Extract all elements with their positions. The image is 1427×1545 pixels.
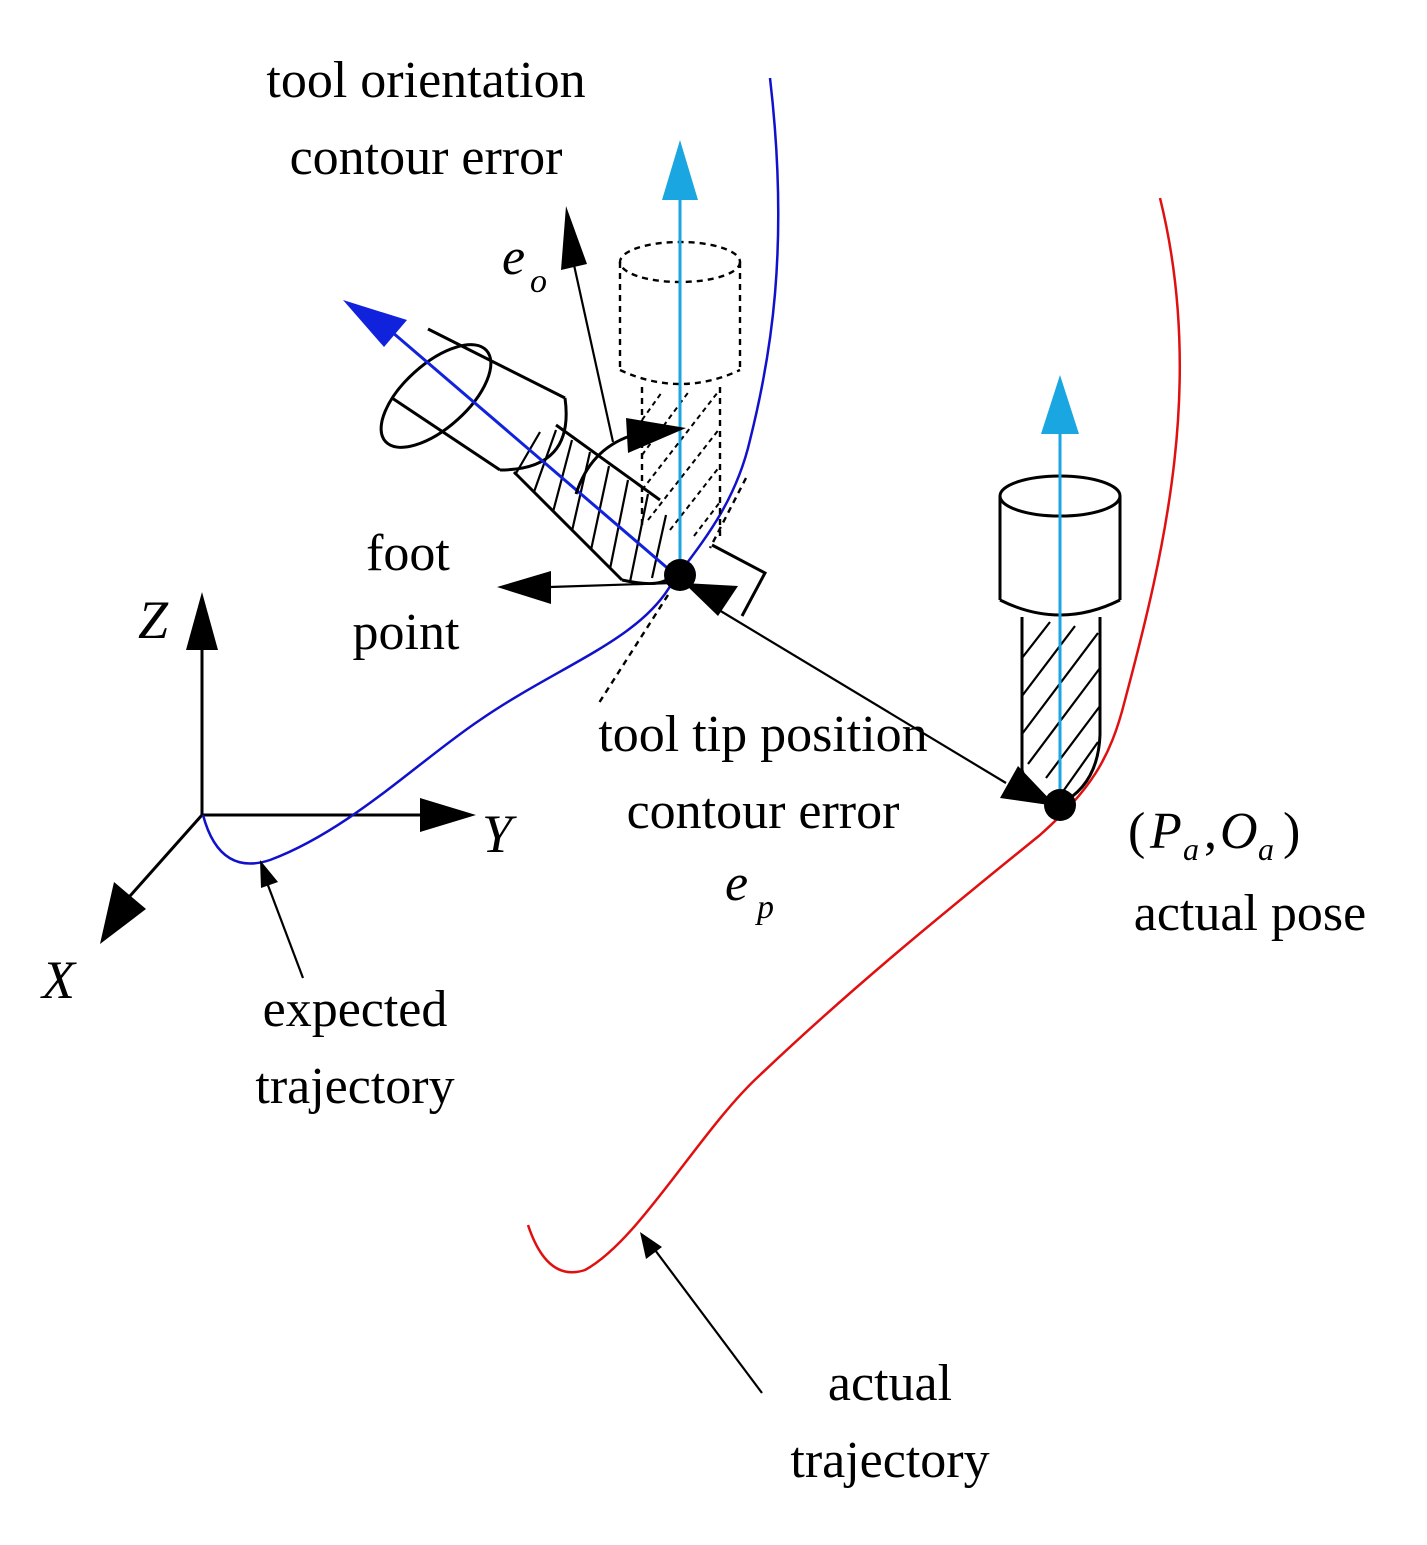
- eo-symbol: e: [502, 229, 525, 286]
- expected-trajectory-label-line1: expected: [263, 981, 448, 1038]
- orientation-error-arc-arrowhead: [626, 418, 686, 453]
- svg-text:,: ,: [1204, 803, 1217, 860]
- tilted-tool-axis-line: [384, 324, 673, 574]
- axis-z-label: Z: [138, 590, 169, 650]
- actual-pose-dot: [1044, 789, 1076, 821]
- eo-arrow-line: [572, 264, 615, 443]
- ep-arrowhead-actual: [1000, 766, 1056, 806]
- expected-trajectory-pointer-head: [260, 860, 278, 888]
- svg-text:(: (: [1128, 803, 1145, 860]
- actual-pose-symbol: ( P a , O a ): [1128, 803, 1300, 867]
- eo-arrowhead: [561, 206, 587, 270]
- expected-trajectory-label-line2: trajectory: [255, 1058, 454, 1115]
- svg-text:a: a: [1183, 831, 1199, 867]
- tilted-tool-axis-arrowhead: [343, 300, 407, 347]
- ep-symbol: e: [725, 855, 748, 912]
- actual-trajectory-label-line2: trajectory: [790, 1432, 989, 1489]
- foot-point-arrowhead: [497, 571, 551, 604]
- axis-y-label: Y: [482, 804, 517, 864]
- y-axis-arrowhead: [420, 798, 476, 832]
- expected-trajectory-pointer: [264, 879, 305, 979]
- axis-x-label: X: [40, 950, 77, 1010]
- foot-point-dot: [664, 559, 696, 591]
- tool-tip-label-line1: tool tip position: [598, 706, 927, 763]
- z-axis-arrowhead: [186, 592, 218, 650]
- svg-text:): ): [1283, 803, 1300, 860]
- actual-trajectory-pointer-head: [640, 1232, 662, 1259]
- x-axis-line: [128, 814, 204, 897]
- eo-subscript: o: [530, 263, 547, 300]
- x-axis-arrowhead: [100, 882, 146, 944]
- reference-tool-axis-arrowhead: [662, 140, 698, 200]
- orientation-error-arc: [574, 434, 631, 495]
- tilted-tool: [379, 327, 674, 586]
- svg-text:O: O: [1220, 803, 1258, 860]
- svg-text:P: P: [1149, 803, 1182, 860]
- ep-arrow-line: [713, 606, 1007, 784]
- ep-subscript: p: [755, 889, 774, 926]
- actual-trajectory-label-line1: actual: [828, 1355, 952, 1412]
- foot-point-arrow-line: [549, 581, 673, 589]
- actual-pose-label: actual pose: [1134, 885, 1366, 942]
- foot-point-label-line1: foot: [366, 525, 450, 582]
- right-angle-marker: [711, 543, 768, 617]
- actual-trajectory-curve: [526, 197, 1182, 1274]
- expected-trajectory-curve: [201, 77, 780, 865]
- actual-trajectory-pointer: [654, 1249, 763, 1394]
- tool-orientation-label-line1: tool orientation: [266, 52, 585, 109]
- actual-tool-axis-arrowhead: [1041, 375, 1079, 434]
- tool-orientation-label-line2: contour error: [290, 129, 563, 186]
- foot-point-label-line2: point: [353, 604, 460, 661]
- coordinate-axes: Z Y X: [40, 590, 517, 1010]
- tool-tip-label-line2: contour error: [627, 783, 900, 840]
- svg-text:a: a: [1258, 831, 1274, 867]
- ep-arrowhead-foot: [684, 583, 738, 616]
